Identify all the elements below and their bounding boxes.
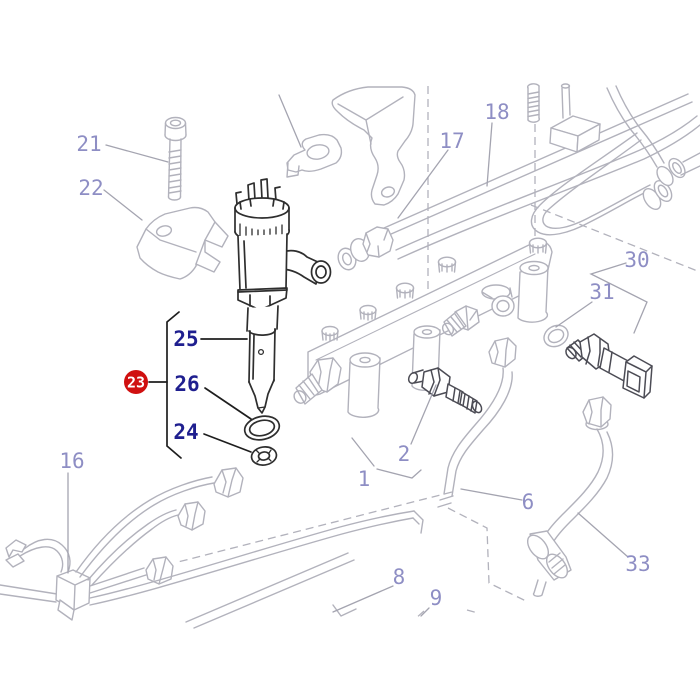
leader-2 bbox=[410, 384, 437, 445]
leader-18 bbox=[486, 122, 493, 187]
fuel-pipe-33 bbox=[526, 396, 614, 597]
pipe6-union-nut bbox=[488, 337, 517, 368]
pipe-damper bbox=[526, 530, 572, 581]
callout-2: 2 bbox=[398, 442, 411, 466]
callout-24: 24 bbox=[173, 420, 198, 444]
leader-lines-dark bbox=[148, 311, 252, 459]
callout-31: 31 bbox=[589, 280, 614, 304]
callout-9: 9 bbox=[430, 586, 443, 610]
threaded-stud bbox=[527, 83, 540, 123]
callout-1: 1 bbox=[358, 467, 371, 491]
fuel-pipe-upper bbox=[395, 115, 700, 260]
rail-top-ports bbox=[321, 237, 548, 342]
leader-31 bbox=[555, 301, 593, 328]
centerline-rail-axis bbox=[530, 204, 700, 273]
pipe-clamp-block-16 bbox=[55, 569, 91, 621]
leader-lines-light bbox=[67, 94, 648, 617]
fuel-pipe-17 bbox=[337, 93, 693, 271]
callout-21: 21 bbox=[76, 132, 101, 156]
callout-23: 23 bbox=[127, 374, 145, 392]
centerline-bottom-dashes bbox=[414, 609, 479, 620]
callout-30: 30 bbox=[624, 248, 649, 272]
callout-8: 8 bbox=[393, 565, 406, 589]
pipe-break-marks bbox=[437, 495, 454, 508]
leak-off-pipe-assembly bbox=[0, 467, 424, 629]
sealing-washer bbox=[243, 415, 281, 441]
callout-22: 22 bbox=[78, 176, 103, 200]
pipe-clamp-block bbox=[549, 83, 601, 153]
leader-1 bbox=[351, 437, 422, 479]
union-nut bbox=[213, 467, 244, 498]
pipe-end-fitting bbox=[5, 539, 27, 568]
fuel-injector bbox=[234, 178, 332, 414]
leader-21 bbox=[105, 144, 169, 163]
leader-clamp bbox=[278, 94, 302, 148]
leader-9 bbox=[420, 607, 430, 617]
callout-26: 26 bbox=[174, 372, 199, 396]
return-pipe bbox=[185, 552, 355, 629]
callout-18: 18 bbox=[484, 100, 509, 124]
fuel-pipe-6 bbox=[437, 367, 513, 508]
pressure-sensor bbox=[565, 333, 653, 399]
fuel-metering-valve bbox=[407, 367, 483, 414]
callout-17: 17 bbox=[439, 129, 464, 153]
rail-end-fitting bbox=[293, 357, 342, 405]
callout-16: 16 bbox=[59, 449, 84, 473]
leader-6 bbox=[460, 488, 523, 501]
leader-33 bbox=[577, 512, 629, 558]
callout-6: 6 bbox=[522, 490, 535, 514]
fuel-pipe-loop bbox=[530, 132, 673, 236]
leader-8 bbox=[332, 585, 394, 613]
fuel-pipe-top-right bbox=[606, 85, 700, 187]
leader-22 bbox=[103, 189, 143, 221]
highlight-circle bbox=[124, 370, 148, 394]
leader-17 bbox=[397, 149, 449, 219]
union-nut bbox=[177, 501, 206, 531]
fuel-rail bbox=[293, 237, 553, 418]
callout-25: 25 bbox=[173, 327, 198, 351]
callout-33: 33 bbox=[625, 552, 650, 576]
group-bracket-23 bbox=[166, 311, 182, 459]
callout-23-highlight: 23 bbox=[124, 370, 148, 394]
leader-24 bbox=[203, 433, 252, 453]
pipe-clamp bbox=[286, 133, 343, 178]
heat-shield-washer bbox=[250, 446, 278, 466]
pipe-bend bbox=[332, 604, 357, 617]
leader-26 bbox=[204, 387, 252, 420]
pipe-bushing bbox=[656, 165, 674, 187]
mounting-bracket bbox=[331, 86, 416, 206]
rail-fittings bbox=[347, 260, 549, 418]
o-ring bbox=[543, 324, 569, 348]
bolt bbox=[164, 116, 187, 201]
leader-30 bbox=[589, 262, 648, 334]
injector-clamp bbox=[136, 206, 229, 280]
centerline-lower-left bbox=[177, 491, 453, 563]
rail-banjo-fitting bbox=[441, 305, 480, 337]
centerline-pipe6-to-pipe33 bbox=[447, 507, 529, 603]
